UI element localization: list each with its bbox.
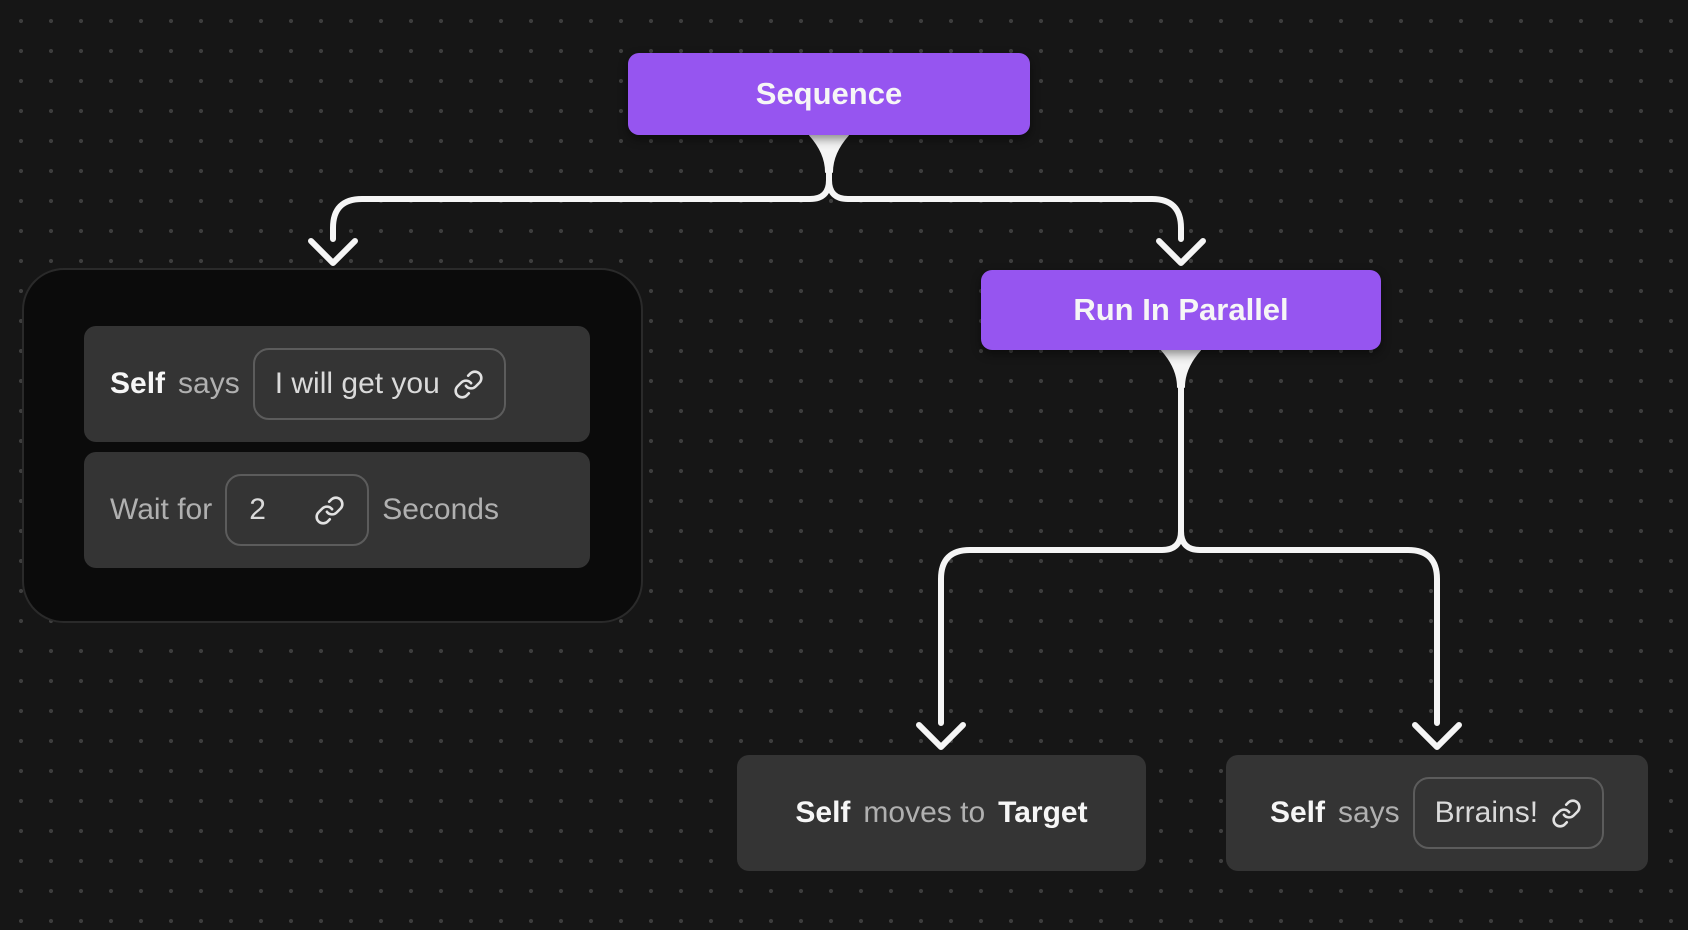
say-value: I will get you — [274, 367, 440, 400]
link-icon — [453, 369, 484, 400]
wait-value: 2 — [249, 493, 266, 526]
link-icon — [1551, 798, 1582, 829]
node-wait[interactable]: Wait for 2 Seconds — [84, 452, 590, 568]
wire-sequence-to-group — [308, 163, 832, 266]
node-self-moves-to-target[interactable]: Self moves to Target — [737, 755, 1146, 871]
say2-subject: Self — [1269, 796, 1325, 829]
say-verb: says — [178, 367, 240, 400]
wire-funnel-sequence — [809, 134, 849, 173]
wire-funnel-parallel — [1161, 349, 1201, 388]
say2-value-pill[interactable]: Brrains! — [1412, 777, 1605, 849]
wait-suffix: Seconds — [382, 493, 499, 526]
say2-verb: says — [1337, 796, 1400, 829]
node-run-in-parallel[interactable]: Run In Parallel — [981, 270, 1381, 350]
node-self-says-brrains[interactable]: Self says Brrains! — [1226, 755, 1648, 871]
say2-value: Brrains! — [1434, 796, 1539, 829]
say-subject: Self — [110, 367, 166, 400]
node-group-panel[interactable]: Self says I will get you Wait for 2 Seco… — [22, 268, 643, 623]
wire-sequence-to-parallel — [826, 163, 1206, 266]
move-verb: moves to — [863, 796, 986, 829]
move-subject: Self — [795, 796, 851, 829]
node-parallel-label: Run In Parallel — [1073, 292, 1289, 327]
node-self-says[interactable]: Self says I will get you — [84, 326, 590, 442]
wait-value-pill[interactable]: 2 — [225, 474, 370, 546]
say-value-pill[interactable]: I will get you — [252, 348, 506, 420]
wire-parallel-to-move — [916, 378, 1184, 750]
node-sequence-label: Sequence — [755, 76, 903, 111]
link-icon — [314, 495, 345, 526]
move-object: Target — [998, 796, 1088, 829]
wait-prefix: Wait for — [110, 493, 213, 526]
wire-parallel-to-say — [1178, 378, 1462, 750]
node-sequence[interactable]: Sequence — [628, 53, 1030, 135]
